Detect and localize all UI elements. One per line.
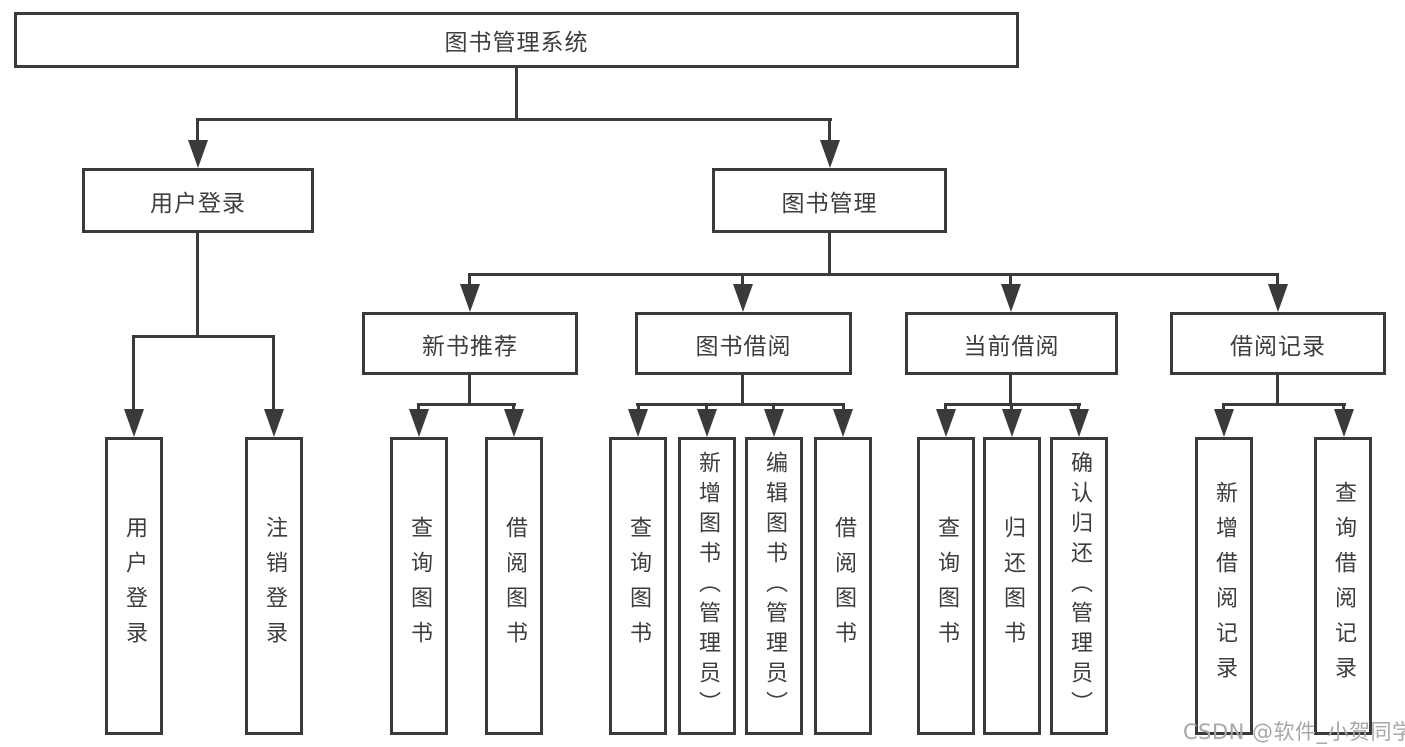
arrowhead-down-icon — [124, 409, 144, 437]
leaf-logout: 注销登录 — [245, 437, 303, 735]
arrowhead-down-icon — [460, 284, 480, 312]
connector-to-current-borrow — [1009, 273, 1012, 288]
arrowhead-down-icon — [504, 409, 524, 437]
leaf-borrow-books: 借阅图书 — [814, 437, 872, 735]
connector-leaf-stem — [417, 403, 420, 412]
node-new-book-rec-label: 新书推荐 — [422, 333, 518, 360]
connector-to-borrow-records — [1276, 273, 1279, 288]
arrowhead-down-icon — [264, 409, 284, 437]
node-current-borrow-label: 当前借阅 — [963, 333, 1060, 360]
arrowhead-down-icon — [628, 409, 648, 437]
connector-leaf-stem — [772, 403, 775, 412]
connector-leaf-stem — [1077, 403, 1080, 412]
arrowhead-down-icon — [833, 409, 853, 437]
connector-leaf-stem — [1342, 403, 1345, 412]
connector-user-login-stem — [196, 233, 199, 338]
arrowhead-down-icon — [820, 140, 840, 168]
node-library-system-label: 图书管理系统 — [444, 30, 589, 56]
leaf-query-books-borrow: 查询图书 — [609, 437, 667, 735]
leaf-user-login: 用户登录 — [105, 437, 163, 735]
node-library-system: 图书管理系统 — [14, 12, 1019, 68]
leaf-query-books-rec: 查询图书 — [390, 437, 448, 735]
connector-leaf-stem — [842, 403, 845, 412]
connector-leaf-stem — [944, 403, 947, 412]
arrowhead-down-icon — [1268, 284, 1288, 312]
connector-to-leaf-logout — [272, 335, 275, 412]
leaf-borrow-books-rec-label: 借阅图书 — [502, 516, 527, 656]
leaf-query-books-current-label: 查询图书 — [934, 516, 959, 656]
node-borrow-records-label: 借阅记录 — [1230, 333, 1326, 360]
connector-to-book-mgmt — [828, 118, 831, 143]
leaf-query-books-current: 查询图书 — [917, 437, 975, 735]
leaf-borrow-books-rec: 借阅图书 — [485, 437, 543, 735]
leaf-query-borrow-record-label: 查询借阅记录 — [1331, 481, 1356, 691]
connector-root-stem — [515, 68, 518, 121]
node-book-mgmt-label: 图书管理 — [781, 190, 878, 217]
connector-new-book-rec-stem — [468, 375, 471, 406]
connector-borrow-records-bus — [1222, 403, 1346, 406]
leaf-add-borrow-record-label: 新增借阅记录 — [1212, 481, 1237, 691]
connector-to-leaf-login — [132, 335, 135, 412]
connector-leaf-stem — [1222, 403, 1225, 412]
connector-leaf-stem — [512, 403, 515, 412]
connector-to-user-login — [196, 118, 199, 143]
arrowhead-down-icon — [764, 409, 784, 437]
leaf-add-books-admin: 新增图书（管理员） — [678, 437, 736, 735]
leaf-edit-books-admin: 编辑图书（管理员） — [745, 437, 803, 735]
connector-leaf-stem — [637, 403, 640, 412]
node-new-book-rec: 新书推荐 — [362, 312, 578, 375]
leaf-add-books-admin-label: 新增图书（管理员） — [695, 451, 720, 721]
connector-to-book-borrow — [741, 273, 744, 288]
connector-borrow-records-stem — [1276, 375, 1279, 406]
connector-new-book-rec-bus — [417, 403, 516, 406]
arrowhead-down-icon — [1214, 409, 1234, 437]
arrowhead-down-icon — [409, 409, 429, 437]
leaf-query-books-rec-label: 查询图书 — [407, 516, 432, 656]
connector-current-borrow-stem — [1009, 375, 1012, 406]
leaf-return-books: 归还图书 — [983, 437, 1041, 735]
leaf-return-books-label: 归还图书 — [1000, 516, 1025, 656]
node-user-login: 用户登录 — [82, 168, 314, 233]
node-book-borrow: 图书借阅 — [635, 312, 852, 375]
arrowhead-down-icon — [1069, 409, 1089, 437]
leaf-user-login-label: 用户登录 — [122, 516, 147, 656]
leaf-confirm-return-admin-label: 确认归还（管理员） — [1067, 451, 1092, 721]
arrowhead-down-icon — [733, 284, 753, 312]
node-book-borrow-label: 图书借阅 — [695, 333, 792, 360]
arrowhead-down-icon — [188, 140, 208, 168]
leaf-logout-label: 注销登录 — [262, 516, 287, 656]
node-book-mgmt: 图书管理 — [712, 168, 947, 233]
arrowhead-down-icon — [1002, 409, 1022, 437]
leaf-add-borrow-record: 新增借阅记录 — [1195, 437, 1253, 735]
connector-leaf-stem — [1010, 403, 1013, 412]
connector-book-borrow-stem — [741, 375, 744, 406]
node-borrow-records: 借阅记录 — [1170, 312, 1386, 375]
connector-leaf-stem — [705, 403, 708, 412]
connector-book-borrow-bus — [636, 403, 845, 406]
arrowhead-down-icon — [1001, 284, 1021, 312]
connector-book-mgmt-stem — [828, 233, 831, 276]
arrowhead-down-icon — [697, 409, 717, 437]
arrowhead-down-icon — [1334, 409, 1354, 437]
node-current-borrow: 当前借阅 — [905, 312, 1118, 375]
leaf-borrow-books-label: 借阅图书 — [831, 516, 856, 656]
connector-root-bus — [196, 118, 832, 121]
leaf-confirm-return-admin: 确认归还（管理员） — [1050, 437, 1108, 735]
csdn-watermark: CSDN @软件_小贺同学 — [1183, 720, 1405, 744]
arrowhead-down-icon — [936, 409, 956, 437]
leaf-edit-books-admin-label: 编辑图书（管理员） — [762, 451, 787, 721]
connector-book-mgmt-bus — [468, 273, 1279, 276]
leaf-query-borrow-record: 查询借阅记录 — [1314, 437, 1372, 735]
connector-to-new-book-rec — [468, 273, 471, 288]
leaf-query-books-borrow-label: 查询图书 — [626, 516, 651, 656]
connector-user-login-bus — [132, 335, 275, 338]
node-user-login-label: 用户登录 — [150, 190, 246, 217]
